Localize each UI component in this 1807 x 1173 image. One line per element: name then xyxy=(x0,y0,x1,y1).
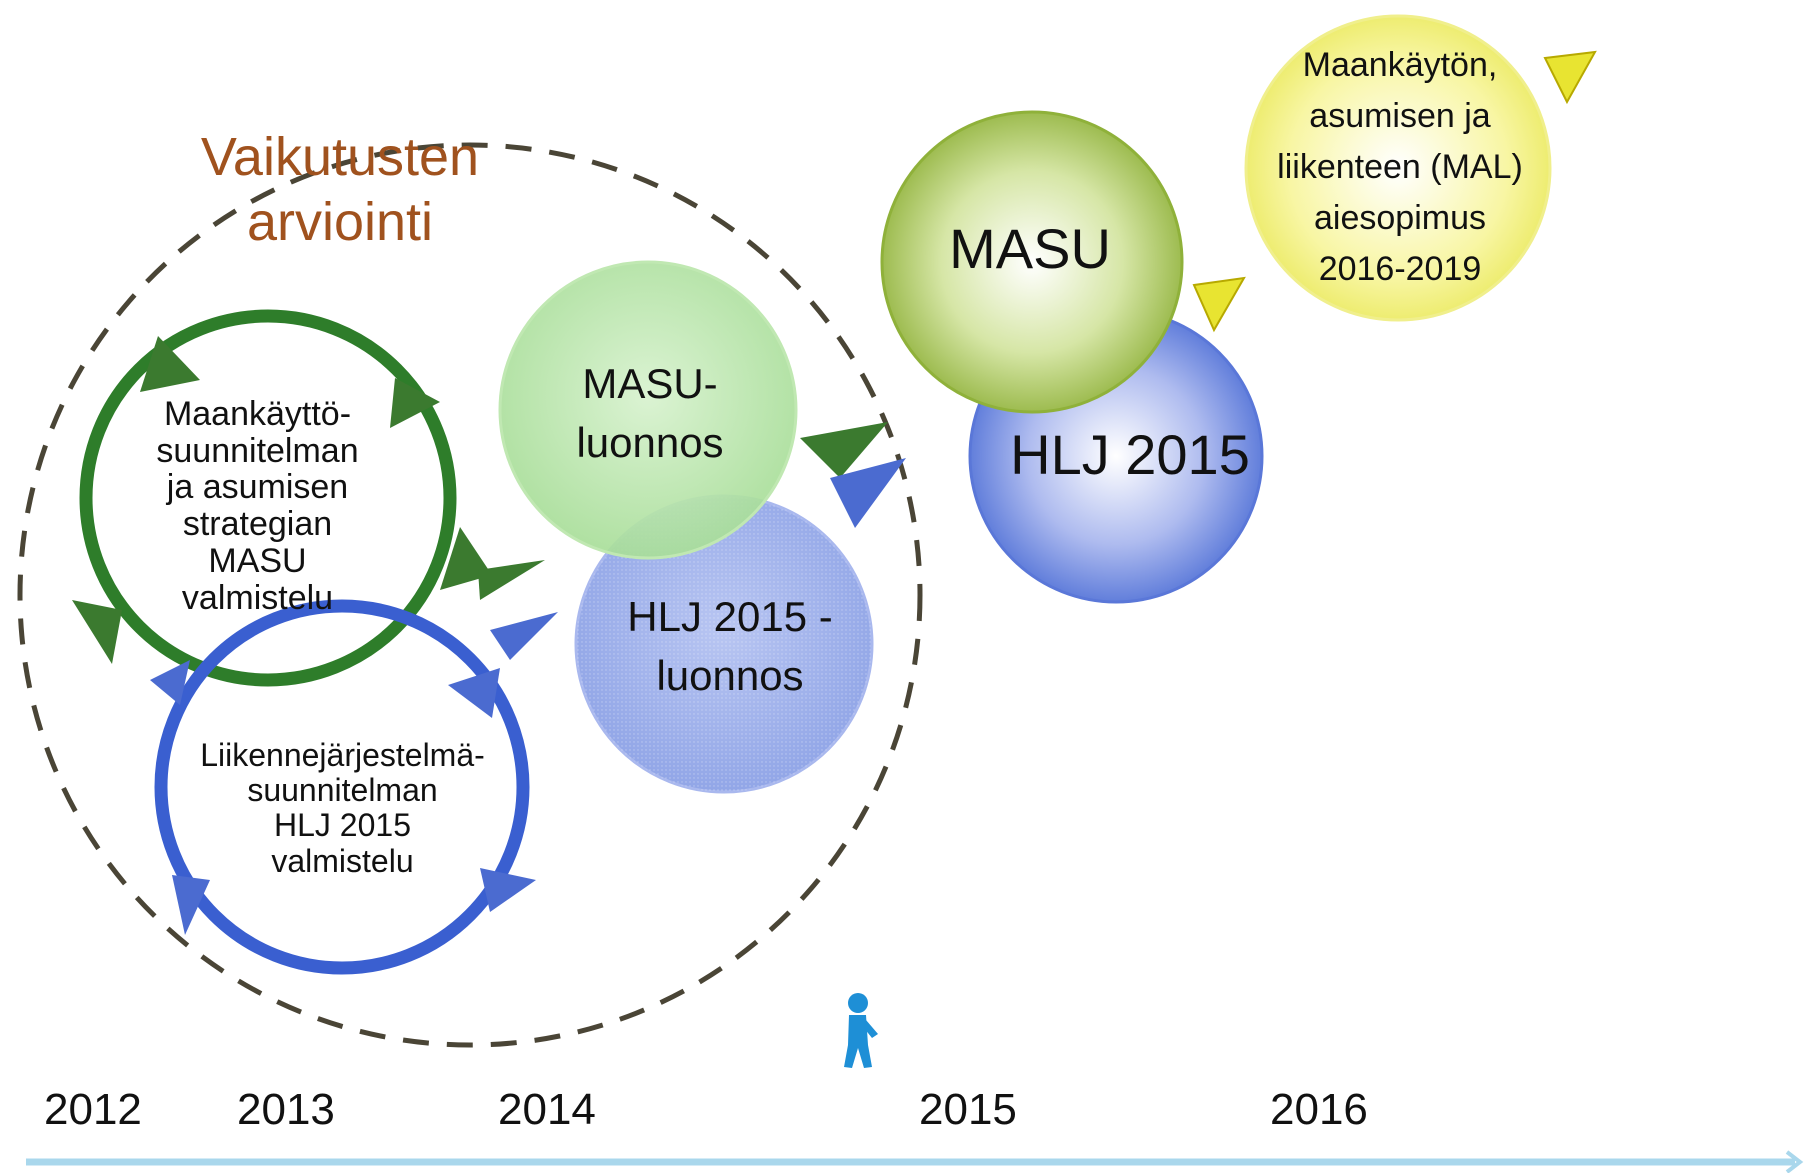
green-cycle-arrow-left xyxy=(72,600,122,664)
hlj-draft-texture xyxy=(576,496,872,792)
year-2014: 2014 xyxy=(498,1085,596,1134)
impact-assessment-dashed-circle xyxy=(17,142,923,1048)
masu-draft-label: MASU- luonnos xyxy=(576,360,724,466)
yellow-arrow-onward xyxy=(1543,50,1597,105)
timeline-arrowhead xyxy=(1785,1150,1804,1173)
hlj-preparation-label: Liikennejärjestelmä- suunnitelman HLJ 20… xyxy=(200,737,485,879)
blue-cycle-arrow-left xyxy=(150,660,190,705)
blue-cycle-arrow-right-top xyxy=(448,668,500,718)
green-cycle-arrow-topright xyxy=(390,378,440,428)
green-arrow-to-masu-draft xyxy=(478,560,545,600)
blue-arrow-to-hlj-draft xyxy=(490,612,558,660)
masu-preparation-label: Maankäyttö- suunnitelman ja asumisen str… xyxy=(156,395,359,617)
masu-draft-bubble xyxy=(498,260,798,560)
hlj-draft-label: HLJ 2015 - luonnos xyxy=(627,593,833,699)
green-cycle-arrow-top xyxy=(140,336,200,392)
blue-cycle-arrow-right-bottom xyxy=(480,868,536,912)
mal-bubble xyxy=(1244,14,1552,322)
masu-label: MASU xyxy=(949,217,1111,280)
mal-agreement-label: Maankäytön, asumisen ja liikenteen (MAL)… xyxy=(1277,46,1523,288)
year-2012: 2012 xyxy=(44,1085,142,1134)
year-2016: 2016 xyxy=(1270,1085,1368,1134)
yellow-arrow-to-mal xyxy=(1192,276,1246,333)
blue-cycle-ring xyxy=(154,599,530,975)
year-2015: 2015 xyxy=(919,1085,1017,1134)
walking-person-icon xyxy=(844,993,878,1068)
hlj-label: HLJ 2015 xyxy=(1010,423,1250,486)
green-arrow-to-masu xyxy=(800,422,888,478)
blue-cycle-arrow-bottom-left xyxy=(172,875,210,935)
masu-bubble xyxy=(880,110,1184,414)
year-2013: 2013 xyxy=(237,1085,335,1134)
blue-arrow-to-hlj xyxy=(830,458,906,528)
impact-assessment-title: Vaikutusten arviointi xyxy=(200,127,480,252)
green-cycle-ring xyxy=(79,309,457,687)
